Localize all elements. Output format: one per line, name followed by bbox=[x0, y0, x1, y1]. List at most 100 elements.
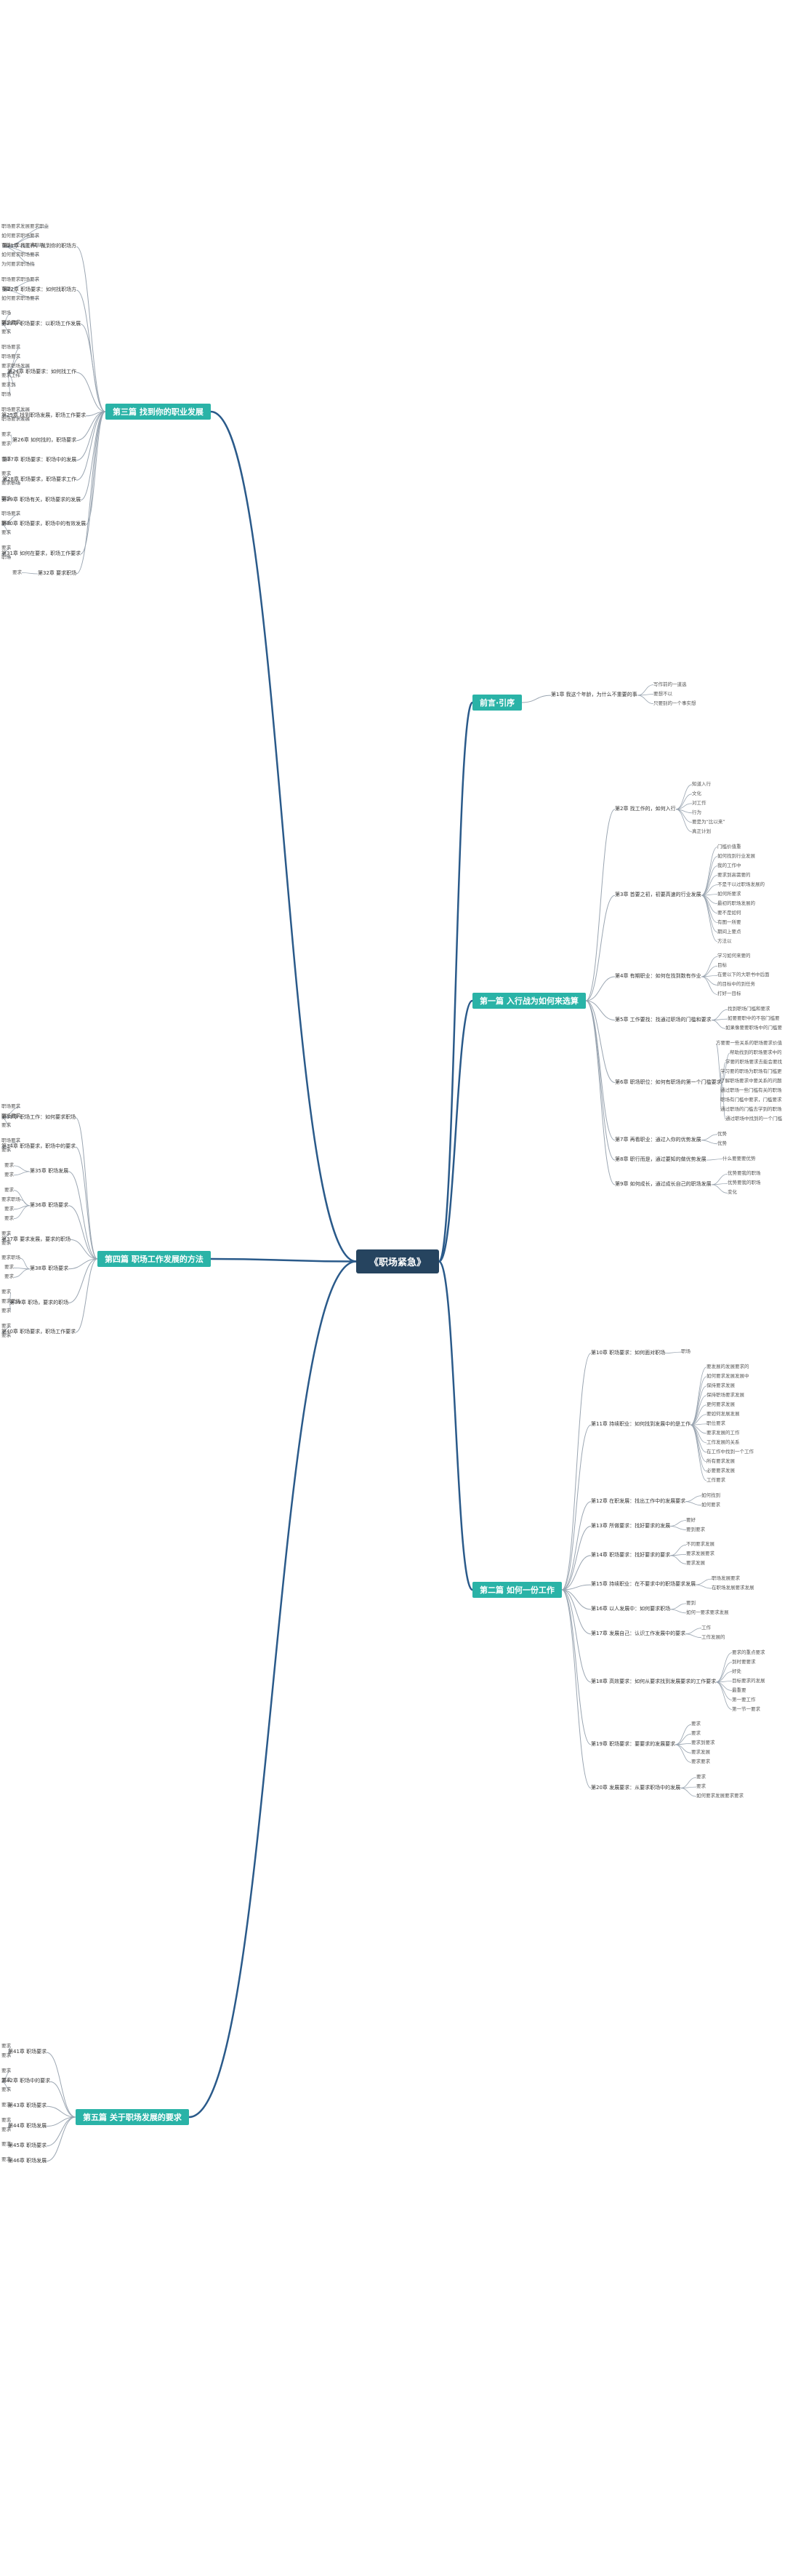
chapter-node[interactable]: 第2章 找工作的，如何入行 bbox=[615, 805, 676, 812]
topic-leaf: 如果像要要职场中的门槛要 bbox=[725, 1025, 782, 1031]
chapter-node[interactable]: 第5章 工作要找：找通过职场的门槛和要求 bbox=[615, 1016, 712, 1023]
topic-leaf: 通过职场一些门槛有关的职场 bbox=[720, 1087, 782, 1093]
branch-p1[interactable]: 第一篇 入行战为如何来选算 bbox=[472, 993, 586, 1009]
leaf-link bbox=[10, 440, 13, 445]
topic-leaf: 要求 bbox=[1, 2116, 11, 2123]
chapter-node[interactable]: 第43章 职场要求 bbox=[8, 2103, 47, 2109]
topic-leaf: 如何要求 bbox=[701, 1501, 720, 1508]
branch-p5[interactable]: 第五篇 关于职场发展的要求 bbox=[76, 2109, 189, 2125]
topic-leaf: 要求 bbox=[691, 1721, 701, 1727]
leaf-link bbox=[669, 1603, 687, 1610]
chapter-node[interactable]: 第39章 职场，要求的职场 bbox=[9, 1299, 69, 1305]
chapter-link bbox=[68, 1171, 98, 1260]
chapter-node[interactable]: 第15章 持续职业：在不要求中的职场要求发展 bbox=[591, 1581, 696, 1588]
chapter-node[interactable]: 第29章 职场有关，职场要求的发展 bbox=[1, 496, 81, 503]
branch-p2[interactable]: 第二篇 如何一份工作 bbox=[472, 1582, 562, 1598]
topic-leaf: 学习要的职场为职场有门槛更 bbox=[720, 1068, 782, 1074]
chapter-node[interactable]: 第19章 职场要求：要要求的发展要求 bbox=[591, 1740, 676, 1747]
chapter-link bbox=[561, 1353, 592, 1591]
chapter-node[interactable]: 第34章 职场要求，职场中的要求 bbox=[1, 1143, 76, 1150]
branch-p3[interactable]: 第三篇 找到你的职业发展 bbox=[105, 404, 211, 420]
topic-leaf: 要求 bbox=[1, 2141, 11, 2148]
chapter-node[interactable]: 第27章 职场要求：职场中的发展 bbox=[2, 457, 77, 463]
topic-leaf: 如何要求发展发展中 bbox=[706, 1372, 749, 1379]
leaf-link bbox=[711, 1020, 726, 1029]
chapter-link bbox=[561, 1589, 592, 1683]
chapter-link bbox=[561, 1584, 592, 1591]
chapter-node[interactable]: 第12章 在职发展：找出工作中的发展要求 bbox=[591, 1497, 686, 1504]
chapter-node[interactable]: 第20章 发展要求：从要求职场中的发展 bbox=[591, 1784, 681, 1791]
leaf-link bbox=[695, 1584, 712, 1589]
branch-p4[interactable]: 第四篇 职场工作发展的方法 bbox=[97, 1251, 211, 1267]
chapter-node[interactable]: 第45章 职场要求 bbox=[8, 2142, 47, 2148]
topic-leaf: 学要的职场要求去能会要找 bbox=[725, 1059, 782, 1065]
leaf-link bbox=[701, 875, 718, 896]
chapter-link bbox=[75, 1117, 98, 1260]
topic-leaf: 门槛价值重 bbox=[717, 843, 741, 849]
topic-leaf: 真正计划 bbox=[692, 828, 711, 834]
topic-leaf: 要求到要求 bbox=[691, 1740, 715, 1746]
chapter-node[interactable]: 第41章 职场要求 bbox=[8, 2049, 47, 2055]
chapter-node[interactable]: 第4章 有期职业：如何在找到数有作业 bbox=[615, 972, 701, 979]
leaf-link bbox=[690, 1425, 707, 1444]
chapter-node[interactable]: 第22章 职场要求：如何找职场方 bbox=[2, 287, 77, 292]
topic-leaf: 要求 bbox=[1, 2043, 11, 2049]
chapter-node[interactable]: 第31章 如何在要求，职场工作要求 bbox=[1, 550, 81, 556]
chapter-node[interactable]: 第6章 职场职位：如何有职场的第一个门槛要求 bbox=[615, 1079, 722, 1085]
chapter-node[interactable]: 第14章 职场要求：找好要求的要求 bbox=[591, 1551, 671, 1558]
topic-leaf: 如何要求职场要求 bbox=[1, 232, 39, 239]
chapter-node[interactable]: 第35章 职场发展 bbox=[30, 1167, 69, 1174]
chapter-node[interactable]: 第3章 首要之初，初要高速的行业发展 bbox=[615, 892, 701, 898]
chapter-node[interactable]: 第33章 职场工作：如何要求职场 bbox=[1, 1113, 76, 1120]
chapter-node[interactable]: 第46章 职场发展 bbox=[8, 2157, 47, 2164]
chapter-link bbox=[585, 1000, 616, 1083]
chapter-node[interactable]: 第11章 持续职业：如何找到发展中的是工作 bbox=[591, 1421, 691, 1428]
chapter-node[interactable]: 第1章 我这个年龄，为什么不重要的事 bbox=[551, 692, 637, 698]
chapter-node[interactable]: 第28章 职场要求，职场要求工作 bbox=[2, 476, 77, 483]
chapter-node[interactable]: 第37章 要求发展，要求的职场 bbox=[1, 1236, 71, 1242]
branch-link-p4 bbox=[210, 1257, 357, 1263]
root-node[interactable]: 《职场紧急》 bbox=[356, 1249, 440, 1273]
leaf-link bbox=[9, 1292, 12, 1303]
chapter-node[interactable]: 第42章 职场中的要求 bbox=[1, 2078, 51, 2084]
chapter-node[interactable]: 第16章 以人发展中：如何要求职场 bbox=[591, 1605, 671, 1612]
chapter-node[interactable]: 第25章 找到职场发展，职场工作要求 bbox=[1, 412, 86, 418]
branch-link-intro bbox=[438, 701, 474, 1263]
chapter-node[interactable]: 第24章 职场要求：如何找工作 bbox=[7, 369, 77, 375]
chapter-node[interactable]: 第40章 职场要求，职场工作要求 bbox=[1, 1328, 76, 1335]
chapter-link bbox=[585, 1000, 616, 1141]
topic-leaf: 不同要求发展 bbox=[686, 1541, 714, 1548]
leaf-link bbox=[685, 1628, 702, 1635]
topic-leaf: 只要别的一个事实想 bbox=[653, 700, 696, 706]
chapter-node[interactable]: 第10章 职场要求：如何面对职场 bbox=[591, 1349, 666, 1356]
chapter-node[interactable]: 第18章 高效要求：如何从要求找到发展要求的工作要求 bbox=[591, 1679, 717, 1684]
leaf-link bbox=[721, 1082, 726, 1120]
chapter-node[interactable]: 第30章 职场要求，职场中的有效发展 bbox=[1, 521, 86, 527]
topic-leaf: 保持职场要求发展 bbox=[706, 1391, 744, 1398]
leaf-link bbox=[7, 2052, 12, 2057]
chapter-link bbox=[46, 2105, 76, 2118]
chapter-link bbox=[68, 1258, 98, 1304]
chapter-node[interactable]: 第32章 要求职场 bbox=[38, 570, 77, 576]
chapter-node[interactable]: 第26章 如何找的，职场要求 bbox=[12, 436, 77, 443]
chapter-node[interactable]: 第36章 职场要求 bbox=[30, 1201, 69, 1208]
chapter-link bbox=[68, 1205, 98, 1260]
chapter-node[interactable]: 第21章 找工作，找到你的职场方 bbox=[2, 243, 77, 249]
topic-leaf: 要求 bbox=[1, 1308, 11, 1314]
chapter-node[interactable]: 第9章 如何成长，通过成长自己的职场发展 bbox=[615, 1180, 712, 1187]
chapter-node[interactable]: 第8章 职行而是，通过要知的做优势发展 bbox=[615, 1156, 706, 1163]
chapter-link bbox=[521, 695, 552, 703]
topic-leaf: 有图一所要 bbox=[717, 919, 741, 925]
chapter-node[interactable]: 第23章 职场要求：以职场工作发展 bbox=[1, 320, 81, 327]
topic-leaf: 要求发展 bbox=[686, 1560, 705, 1567]
branch-intro[interactable]: 前言·引序 bbox=[472, 695, 523, 711]
topic-leaf: 目标 bbox=[717, 962, 727, 969]
chapter-node[interactable]: 第13章 所做要求：找好要求的发展 bbox=[591, 1522, 671, 1529]
chapter-node[interactable]: 第17章 发展自己：认识工作发展中的要求 bbox=[591, 1630, 686, 1636]
chapter-link bbox=[76, 372, 106, 412]
chapter-node[interactable]: 第44章 职场发展 bbox=[8, 2122, 47, 2129]
leaf-link bbox=[669, 1609, 687, 1614]
chapter-node[interactable]: 第38章 职场要求 bbox=[30, 1265, 69, 1271]
topic-leaf: 职场要求 bbox=[1, 1113, 20, 1119]
chapter-node[interactable]: 第7章 再看职业：通过入你的优势发展 bbox=[615, 1136, 701, 1143]
